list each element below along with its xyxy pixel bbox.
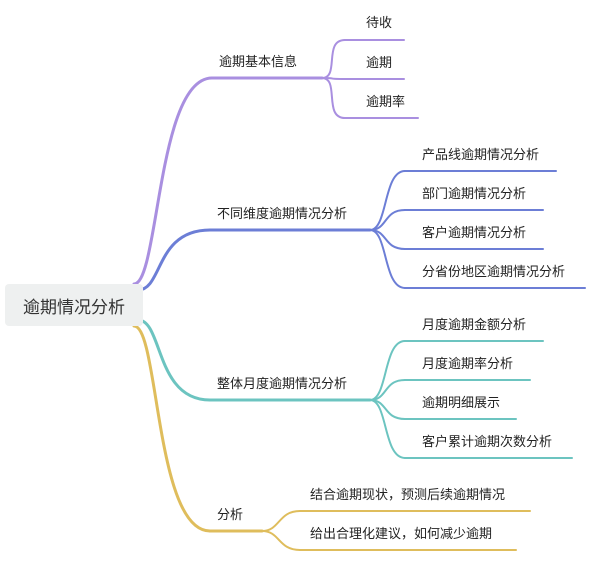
root-label: 逾期情况分析 bbox=[23, 297, 125, 318]
leaf-connector bbox=[321, 39, 346, 79]
branch-label[interactable]: 逾期基本信息 bbox=[219, 55, 298, 70]
leaf-label[interactable]: 部门逾期情况分析 bbox=[422, 187, 527, 202]
leaf-connector bbox=[369, 229, 406, 289]
leaf-label[interactable]: 月度逾期金额分析 bbox=[422, 318, 527, 333]
branch-connector bbox=[136, 318, 212, 402]
leaf-label[interactable]: 分省份地区逾期情况分析 bbox=[422, 265, 566, 280]
leaf-connector bbox=[321, 77, 346, 119]
leaf-label[interactable]: 逾期 bbox=[366, 56, 393, 71]
leaf-label[interactable]: 月度逾期率分析 bbox=[422, 357, 514, 372]
leaf-label[interactable]: 逾期明细展示 bbox=[422, 396, 501, 411]
leaf-label[interactable]: 逾期率 bbox=[366, 95, 406, 110]
leaf-connector bbox=[369, 340, 406, 401]
branch-label[interactable]: 不同维度逾期情况分析 bbox=[217, 207, 348, 222]
leaf-connector bbox=[369, 399, 406, 459]
leaf-label[interactable]: 给出合理化建议，如何减少逾期 bbox=[310, 527, 493, 542]
leaf-label[interactable]: 产品线逾期情况分析 bbox=[422, 148, 540, 163]
branch-connector bbox=[136, 228, 212, 292]
leaf-label[interactable]: 客户累计逾期次数分析 bbox=[422, 435, 553, 450]
leaf-label[interactable]: 待收 bbox=[366, 16, 393, 31]
leaf-connector bbox=[261, 510, 301, 532]
leaf-label[interactable]: 客户逾期情况分析 bbox=[422, 226, 527, 241]
branch-connector bbox=[132, 76, 214, 286]
leaf-connector bbox=[369, 170, 406, 231]
leaf-connector bbox=[261, 530, 301, 551]
root-node[interactable]: 逾期情况分析 bbox=[5, 284, 143, 326]
branch-connector bbox=[132, 324, 212, 533]
branch-label[interactable]: 分析 bbox=[217, 508, 244, 523]
branch-label[interactable]: 整体月度逾期情况分析 bbox=[217, 377, 348, 392]
leaf-label[interactable]: 结合逾期现状，预测后续逾期情况 bbox=[310, 488, 506, 503]
